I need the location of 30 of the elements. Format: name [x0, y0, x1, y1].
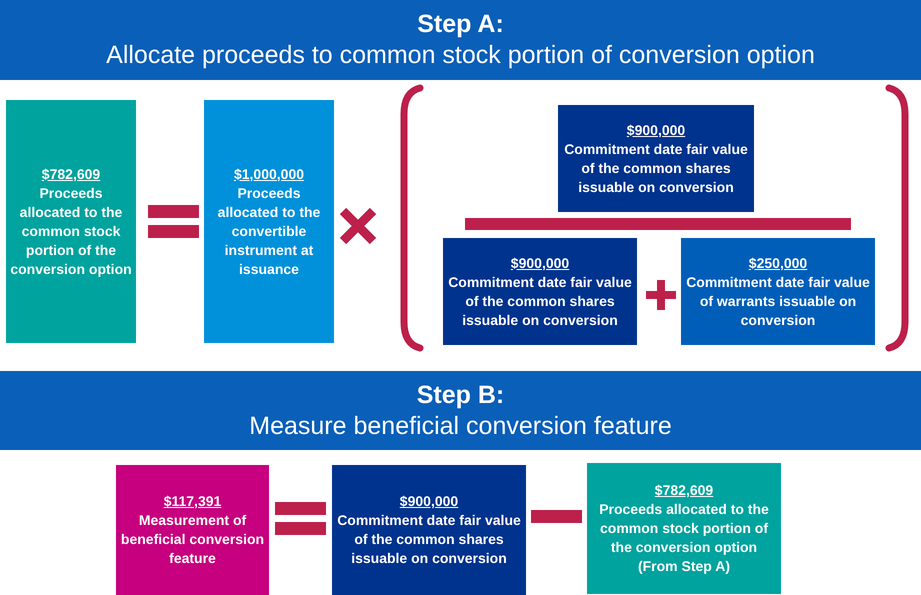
value-box — [116, 465, 269, 595]
value-box — [558, 105, 754, 212]
value-box — [443, 238, 637, 345]
amount: $782,609 — [654, 481, 714, 500]
description: Proceeds allocated to the common stock portion of the conversion option — [10, 184, 132, 278]
amount: $117,391 — [164, 492, 222, 511]
description: Commitment date fair value of warrants issuable on conversion — [685, 272, 871, 330]
value-box — [587, 463, 781, 594]
step-banner — [0, 371, 921, 450]
amount: $250,000 — [748, 254, 808, 272]
description: Commitment date fair value of the common shares issuable on conversion — [563, 140, 749, 196]
value-box — [6, 100, 136, 343]
value-box — [332, 465, 526, 595]
step-title: Step B: — [416, 380, 504, 410]
step-banner — [0, 0, 921, 80]
amount: $782,609 — [42, 164, 100, 184]
value-box — [681, 238, 875, 345]
description: Commitment date fair value of the common shares issuable on conversion — [447, 272, 633, 330]
step-title: Step A: — [417, 9, 504, 39]
value-box — [204, 100, 334, 343]
step-subtitle: Measure beneficial conversion feature — [249, 410, 672, 442]
description: Proceeds allocated to the convertible instrument at issuance — [216, 184, 322, 278]
amount: $900,000 — [626, 120, 686, 140]
step-subtitle: Allocate proceeds to common stock portion of conversion option — [106, 40, 815, 71]
amount: $900,000 — [400, 492, 458, 511]
description: Commitment date fair value of the common shares issuable on conversion — [336, 511, 522, 568]
description: Measurement of beneficial conversion feature — [120, 511, 265, 568]
amount: $1,000,000 — [234, 164, 304, 184]
description: Proceeds allocated to the common stock portion of the conversion option (From Step A) — [598, 500, 770, 576]
amount: $900,000 — [510, 254, 570, 272]
